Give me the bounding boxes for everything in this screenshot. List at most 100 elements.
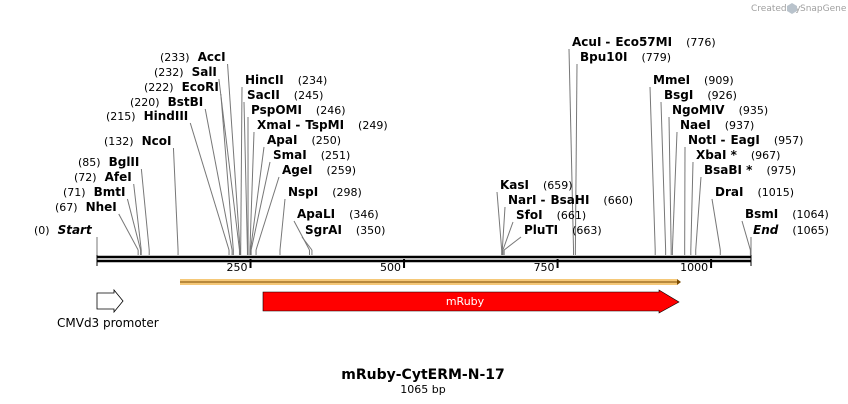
site-labels: (0)Start (67)NheI(71)BmtI(72)AfeI(85)BglI…: [34, 35, 829, 237]
site-position: (259): [326, 164, 356, 177]
cmvd3-promoter-feature[interactable]: [96, 288, 124, 314]
site-leader-line: [502, 221, 514, 251]
site-label[interactable]: (967)XbaI *: [696, 148, 780, 162]
site-label[interactable]: (259) AgeI: [282, 163, 356, 177]
site-label[interactable]: (215)HindIII: [106, 109, 188, 123]
site-leader-line: [227, 63, 241, 251]
site-name: SalI: [192, 65, 217, 79]
site-leader-line: [133, 183, 142, 251]
tick-label: 250: [227, 261, 248, 274]
site-name: SgrAI: [305, 223, 342, 237]
site-name: Bpu10I: [580, 50, 627, 64]
site-label[interactable]: (85)BglII: [78, 155, 139, 169]
site-label[interactable]: (659)KasI: [500, 178, 573, 192]
site-label[interactable]: (663)PluTI: [524, 223, 602, 237]
site-leader-line: [293, 220, 310, 251]
map-length: 1065 bp: [400, 383, 445, 396]
site-leader-line: [250, 161, 271, 251]
site-label[interactable]: (909)MmeI: [653, 73, 734, 87]
site-position: (220): [130, 96, 160, 109]
site-leader-line: [660, 101, 667, 251]
map-title: mRuby-CytERM-N-17: [341, 367, 504, 383]
site-label[interactable]: (246)PspOMI: [251, 103, 346, 117]
site-label[interactable]: (1065) End: [753, 223, 829, 237]
site-leader-line: [220, 93, 234, 251]
site-label[interactable]: (1064)BsmI: [745, 207, 829, 221]
site-leader-line: [690, 161, 694, 251]
site-position: (250): [311, 134, 341, 147]
site-label[interactable]: (220) BstBI: [130, 95, 203, 109]
site-leader-line: [140, 168, 150, 251]
site-position: (957): [774, 134, 804, 147]
site-label[interactable]: (132)NcoI: [104, 134, 171, 148]
site-leader-line: [279, 198, 286, 251]
site-position: (350): [356, 224, 386, 237]
site-label[interactable]: (245)SacII: [247, 88, 323, 102]
site-name: EcoRI: [182, 80, 219, 94]
site-position: (926): [707, 89, 737, 102]
brand-text: SnapGene: [800, 4, 847, 14]
site-name: NarI: [508, 193, 537, 207]
site-label[interactable]: (222) EcoRI: [144, 80, 219, 94]
site-leader-line: [249, 131, 255, 251]
site-label[interactable]: (0)Start: [34, 223, 93, 237]
site-label[interactable]: (661)SfoI: [516, 208, 586, 222]
site-label[interactable]: (660)NarI-BsaHI: [508, 193, 633, 207]
site-label[interactable]: (250)ApaI: [267, 133, 341, 147]
site-leader-line: [240, 86, 243, 251]
site-label[interactable]: (72)AfeI: [74, 170, 132, 184]
site-leader-line: [649, 86, 656, 251]
site-name: BglII: [109, 155, 140, 169]
site-label[interactable]: (251)SmaI: [273, 148, 350, 162]
site-label[interactable]: (350) SgrAI: [305, 223, 385, 237]
site-label[interactable]: (779)Bpu10I: [580, 50, 671, 64]
site-position: (222): [144, 81, 174, 94]
site-name: AgeI: [282, 163, 312, 177]
site-label[interactable]: (935)NgoMIV: [672, 103, 768, 117]
tick-label: 500: [380, 261, 401, 274]
site-position: (0): [34, 224, 50, 237]
site-label[interactable]: (937)NaeI: [680, 118, 754, 132]
site-label[interactable]: (776)AcuI-Eco57MI: [572, 35, 716, 49]
site-name: BstBI: [168, 95, 204, 109]
site-position: (1065): [792, 224, 829, 237]
site-label[interactable]: (926)BsgI: [664, 88, 737, 102]
site-position: (234): [298, 74, 328, 87]
site-label[interactable]: (346)ApaLI: [297, 207, 379, 221]
site-leader-line: [741, 220, 751, 251]
site-label[interactable]: (71)BmtI: [63, 185, 125, 199]
site-dash: -: [605, 35, 610, 49]
site-dash: -: [541, 193, 546, 207]
site-leader-line: [118, 213, 139, 251]
sequence-backbone: [96, 252, 752, 266]
site-name: PspOMI: [251, 103, 302, 117]
site-position: (72): [74, 171, 97, 184]
mruby-feature[interactable]: mRuby: [262, 289, 680, 314]
site-position: (937): [725, 119, 755, 132]
site-dash: -: [295, 118, 300, 132]
site-label[interactable]: (957)NotI-EagI: [688, 133, 803, 147]
site-name: End: [753, 223, 779, 237]
site-label[interactable]: (67)NheI: [55, 200, 117, 214]
site-label[interactable]: (232)SalI: [154, 65, 217, 79]
site-label[interactable]: (298)NspI: [288, 185, 362, 199]
site-label[interactable]: (1015)DraI: [715, 185, 794, 199]
mruby-label: mRuby: [446, 295, 485, 308]
site-position: (215): [106, 110, 136, 123]
site-position: (663): [572, 224, 602, 237]
site-name: XmaI: [257, 118, 291, 132]
site-label[interactable]: (234)HincII: [245, 73, 327, 87]
site-label[interactable]: (233)AccI: [160, 50, 226, 64]
site-name-2: Eco57MI: [615, 35, 672, 49]
site-label[interactable]: (249)XmaI-TspMI: [257, 118, 388, 132]
site-name: NspI: [288, 185, 318, 199]
site-name: SacII: [247, 88, 280, 102]
site-leader-line: [496, 191, 503, 251]
site-leader-line: [711, 198, 721, 251]
site-position: (233): [160, 51, 190, 64]
site-label[interactable]: (975)BsaBI *: [704, 163, 796, 177]
site-leader-line: [126, 198, 142, 251]
site-position: (776): [686, 36, 716, 49]
site-position: (975): [766, 164, 796, 177]
